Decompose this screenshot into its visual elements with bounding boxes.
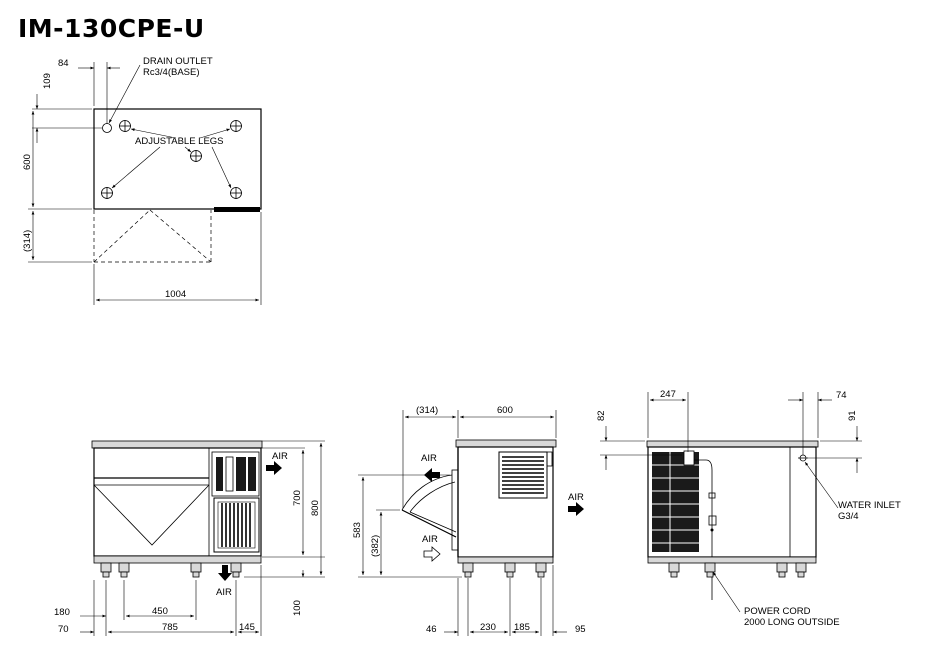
air-label-side-bottom: AIR [422, 534, 438, 545]
front-view: AIR AIR 700 800 100 180 450 70 [54, 440, 325, 636]
dim-180: 180 [54, 607, 70, 618]
dim-95: 95 [575, 624, 586, 635]
rear-condenser [652, 452, 699, 552]
drain-outlet-size-label: Rc3/4(BASE) [143, 67, 200, 78]
dim-145: 145 [239, 622, 255, 633]
top-view-door-swing [93, 209, 212, 263]
air-label-side-right: AIR [568, 492, 584, 503]
dim-230: 230 [480, 622, 496, 633]
adjustable-legs-label: ADJUSTABLE LEGS [135, 136, 224, 147]
dim-91: 91 [847, 410, 858, 421]
side-louver [502, 456, 544, 494]
dim-1004: 1004 [165, 289, 186, 300]
control-panel [211, 451, 260, 497]
air-out-arrow-right-icon [568, 502, 584, 516]
front-top-cover [91, 440, 263, 449]
dim-100: 100 [292, 600, 303, 616]
top-view-rear-strip [214, 207, 260, 212]
power-cord-length-label: 2000 LONG OUTSIDE [744, 617, 840, 628]
air-down-arrow-icon [218, 565, 232, 581]
side-view: AIR AIR AIR (314) 600 583 (382) [352, 405, 586, 636]
door-arc [401, 474, 453, 511]
front-legs [100, 562, 242, 578]
water-inlet-size-label: G3/4 [838, 511, 859, 522]
dim-109: 109 [42, 73, 53, 89]
dim-70: 70 [58, 624, 69, 635]
dim-700: 700 [292, 490, 303, 506]
drain-outlet-symbol [102, 123, 112, 133]
dim-84: 84 [58, 58, 69, 69]
side-legs [462, 562, 547, 578]
air-in-arrow-icon [423, 546, 441, 562]
dim-600-side: 600 [497, 405, 513, 416]
air-label-front-bottom: AIR [216, 587, 232, 598]
rear-legs [668, 562, 807, 578]
air-label-side-top: AIR [421, 453, 437, 464]
dim-314-top: (314) [22, 230, 33, 252]
dim-46: 46 [426, 624, 437, 635]
dim-583: 583 [352, 522, 363, 538]
air-out-arrow-icon [266, 461, 282, 475]
dim-82: 82 [596, 410, 607, 421]
dim-247: 247 [660, 389, 676, 400]
top-view: ADJUSTABLE LEGS DRAIN OUTLET Rc3/4(BASE)… [22, 56, 262, 305]
top-view-cabinet [93, 108, 262, 210]
dim-800: 800 [310, 500, 321, 516]
water-inlet-label: WATER INLET [838, 500, 901, 511]
dim-382: (382) [370, 535, 381, 557]
front-louver [217, 501, 256, 549]
power-cord [694, 459, 713, 600]
drain-outlet-label: DRAIN OUTLET [143, 56, 213, 67]
dim-600-top: 600 [22, 154, 33, 170]
dim-74: 74 [836, 390, 847, 401]
dim-450: 450 [152, 606, 168, 617]
air-label-front-right: AIR [272, 451, 288, 462]
power-cord-label: POWER CORD [744, 606, 811, 617]
dim-185: 185 [514, 622, 530, 633]
rear-view: WATER INLET G3/4 POWER CORD 2000 LONG OU… [596, 389, 901, 628]
page-title: IM-130CPE-U [18, 14, 205, 43]
dim-314-side: (314) [416, 405, 438, 416]
top-view-legs [101, 120, 242, 199]
dim-785: 785 [162, 622, 178, 633]
